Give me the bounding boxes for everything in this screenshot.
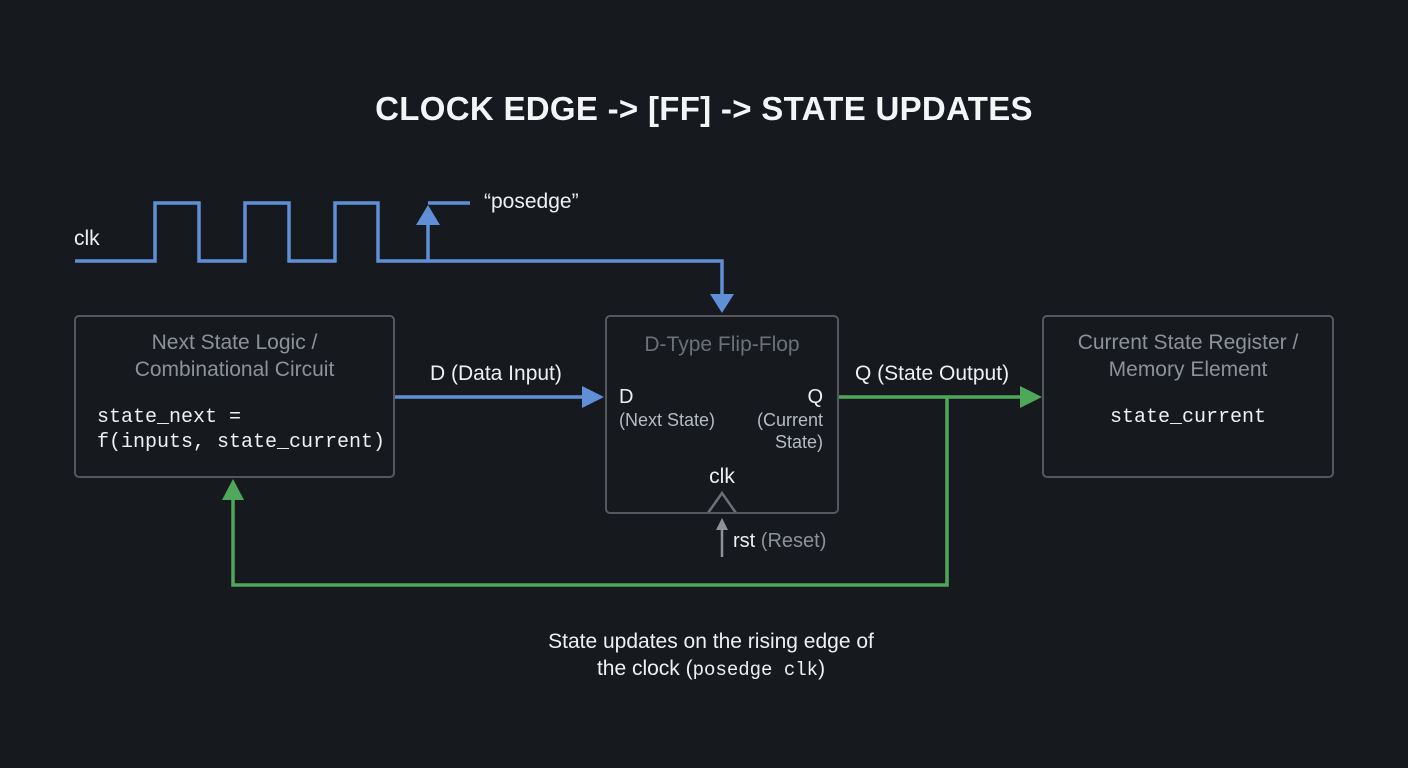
next-state-code-line1: state_next = xyxy=(97,406,242,429)
reset-label: rst (Reset) xyxy=(733,530,826,553)
ff-d-port-desc: (Next State) xyxy=(619,410,716,430)
posedge-annotation: “posedge” xyxy=(484,190,579,213)
caption-line2-prefix: the clock ( xyxy=(596,657,693,680)
clock-waveform xyxy=(75,201,724,296)
ff-d-port-label: D xyxy=(619,386,634,408)
register-title-line2: Memory Element xyxy=(1108,358,1268,381)
caption-line2: the clock (posedge clk) xyxy=(404,655,1018,684)
current-state-register-block: Current State Register / Memory Element … xyxy=(1042,315,1334,478)
clk-triangle-icon xyxy=(706,490,738,514)
reset-desc: (Reset) xyxy=(760,530,827,552)
register-title-line1: Current State Register / xyxy=(1077,331,1299,354)
reset-name: rst xyxy=(733,530,756,552)
next-state-code-line2: f(inputs, state_current) xyxy=(97,431,386,454)
state-output-label: Q (State Output) xyxy=(855,362,1010,385)
clock-label: clk xyxy=(74,227,100,250)
reset-arrowhead xyxy=(716,518,728,530)
page-title: CLOCK EDGE -> [FF] -> STATE UPDATES xyxy=(375,90,1033,127)
d-flip-flop-block: D-Type Flip-Flop D (Next State) Q (Curre… xyxy=(605,315,839,514)
ff-clk-port-label: clk xyxy=(709,465,735,488)
caption-line1: State updates on the rising edge of xyxy=(548,630,874,653)
ff-q-port-desc-line1: (Current xyxy=(756,410,823,430)
ff-q-port-label: Q xyxy=(807,386,823,408)
next-state-logic-block: Next State Logic / Combinational Circuit… xyxy=(74,315,395,478)
caption: State updates on the rising edge of the … xyxy=(404,628,1018,684)
caption-line2-code: posedge clk xyxy=(692,659,819,681)
data-input-label: D (Data Input) xyxy=(430,362,562,385)
feedback-arrowhead xyxy=(222,479,244,500)
posedge-arrowhead xyxy=(416,205,440,225)
feedback-wire xyxy=(231,397,949,587)
register-code: state_current xyxy=(1109,406,1267,429)
next-state-logic-title-line1: Next State Logic / xyxy=(151,331,318,354)
data-input-arrowhead xyxy=(582,386,604,408)
ff-q-port-desc-line2: State) xyxy=(774,432,823,452)
state-output-arrowhead xyxy=(1020,386,1042,408)
caption-line2-suffix: ) xyxy=(818,657,826,680)
flip-flop-title: D-Type Flip-Flop xyxy=(644,333,800,356)
next-state-logic-title-line2: Combinational Circuit xyxy=(134,358,335,381)
clk-to-ff-arrowhead xyxy=(710,294,734,313)
